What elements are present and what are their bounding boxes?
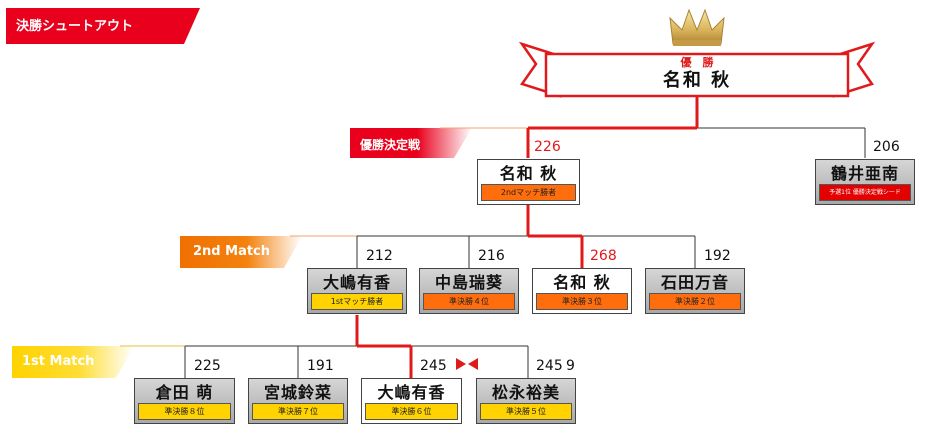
player-card-first-1[interactable]: 倉田 萌 準決勝８位 xyxy=(134,378,235,424)
first-round-label: 1st Match xyxy=(22,354,95,369)
champion-label: 優 勝 xyxy=(680,56,714,69)
score-first-1: 225 xyxy=(194,358,221,374)
player-name: 倉田 萌 xyxy=(155,383,214,402)
player-card-second-2[interactable]: 中島瑞葵 準決勝４位 xyxy=(419,268,519,314)
player-name: 名和 秋 xyxy=(553,273,611,292)
player-tag: 準決勝７位 xyxy=(252,403,344,420)
header-banner xyxy=(6,8,200,44)
player-name: 大嶋有香 xyxy=(377,383,446,402)
score-first-3: 245 xyxy=(420,358,447,374)
champion-name: 名和 秋 xyxy=(662,70,732,91)
player-name: 中島瑞葵 xyxy=(434,273,503,292)
first-round-banner xyxy=(12,346,134,378)
player-card-first-3[interactable]: 大嶋有香 準決勝６位 xyxy=(361,378,462,424)
final-round-label: 優勝決定戦 xyxy=(360,138,421,152)
player-card-final-1[interactable]: 名和 秋 2ndマッチ勝者 xyxy=(477,159,580,205)
score-first-2: 191 xyxy=(307,358,334,374)
header-title: 決勝シュートアウト xyxy=(16,19,134,34)
player-name: 松永裕美 xyxy=(491,383,560,402)
player-card-final-2[interactable]: 鶴井亜南 予選1位 優勝決定戦シード xyxy=(815,159,915,205)
score-first-4: 245 xyxy=(536,358,563,374)
score-first-4-extra: 9 xyxy=(566,358,575,374)
player-tag: 準決勝４位 xyxy=(423,293,515,310)
player-tag: 準決勝８位 xyxy=(138,403,231,420)
player-card-first-2[interactable]: 宮城鈴菜 準決勝７位 xyxy=(248,378,348,424)
score-final-1: 226 xyxy=(534,139,561,155)
player-card-first-4[interactable]: 松永裕美 準決勝５位 xyxy=(476,378,576,424)
player-name: 大嶋有香 xyxy=(322,273,391,292)
score-final-2: 206 xyxy=(873,139,900,155)
player-name: 鶴井亜南 xyxy=(830,164,899,183)
score-second-2: 216 xyxy=(478,248,505,264)
player-tag: 2ndマッチ勝者 xyxy=(481,184,576,201)
second-round-label: 2nd Match xyxy=(193,244,271,259)
player-name: 宮城鈴菜 xyxy=(263,383,332,402)
score-second-1: 212 xyxy=(366,248,393,264)
champion-ribbon xyxy=(518,41,876,98)
player-tag: 1stマッチ勝者 xyxy=(311,293,403,310)
player-card-second-4[interactable]: 石田万音 準決勝２位 xyxy=(645,268,745,314)
player-name: 石田万音 xyxy=(660,273,729,292)
second-round-banner xyxy=(180,236,302,268)
player-card-second-1[interactable]: 大嶋有香 1stマッチ勝者 xyxy=(307,268,407,314)
player-tag: 予選1位 優勝決定戦シード xyxy=(819,184,911,201)
score-second-3: 268 xyxy=(590,248,617,264)
tie-marker-icon xyxy=(456,358,478,370)
player-tag: 準決勝２位 xyxy=(649,293,741,310)
player-name: 名和 秋 xyxy=(499,164,558,183)
player-tag: 準決勝６位 xyxy=(365,403,458,420)
player-card-second-3[interactable]: 名和 秋 準決勝３位 xyxy=(532,268,632,314)
score-second-4: 192 xyxy=(704,248,731,264)
player-tag: 準決勝５位 xyxy=(480,403,572,420)
crown-icon xyxy=(669,8,725,46)
player-tag: 準決勝３位 xyxy=(536,293,628,310)
final-round-banner xyxy=(350,128,472,158)
champion-panel: 優 勝 名和 秋 xyxy=(546,54,848,96)
